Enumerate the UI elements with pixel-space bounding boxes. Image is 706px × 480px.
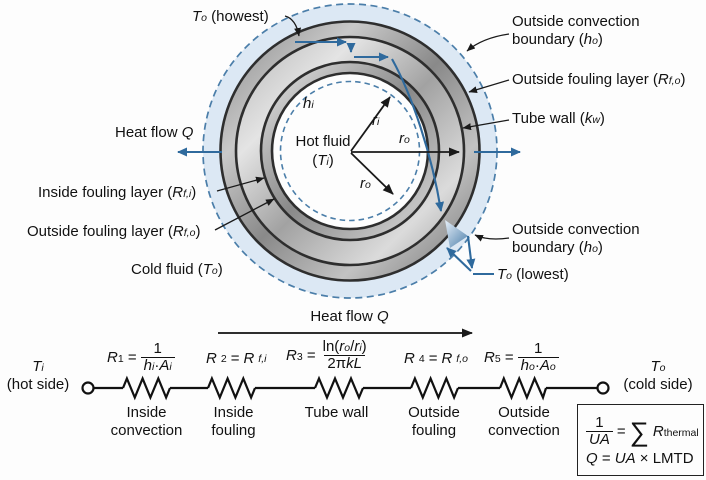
label-ri: ri <box>372 112 380 129</box>
cold-terminal <box>596 381 610 395</box>
label-line: boundary (ho) <box>512 31 603 48</box>
inner-dashed-boundary-circle <box>279 80 421 222</box>
resistor-R1 <box>121 375 172 401</box>
label-heat-flow-left: Heat flow Q <box>115 124 194 141</box>
label-to-highest: To (howest) <box>192 8 269 25</box>
numerator: 1 <box>533 340 543 357</box>
equation-line-1: 1 UA = ∑ Rthermal <box>586 415 699 448</box>
resistor-R5 <box>498 375 548 401</box>
leader-outside-convection-bottom <box>474 234 510 242</box>
leader-outside-convection-top <box>466 33 510 52</box>
numerator: 1 <box>595 414 604 431</box>
numerator: ln(ro/ri) <box>322 338 367 355</box>
resistor-R4 <box>409 375 460 401</box>
label-outside-fouling-right: Outside fouling layer (Rf,o) <box>512 71 686 88</box>
label-ro-down: ro <box>360 175 371 192</box>
formula-lhs: R3 = <box>286 347 316 364</box>
resistance-circuit <box>81 328 610 401</box>
heat-path <box>177 37 521 276</box>
formula-lhs: R5 = <box>484 349 514 366</box>
sigma-symbol: ∑ <box>629 416 649 447</box>
label-line: Hot fluid <box>295 133 351 150</box>
label-to-lowest: To (lowest) <box>497 266 569 283</box>
formula-R1: R1 = 1 hi·Ai <box>107 341 175 374</box>
label-inside-convection: Inside convection <box>110 404 183 439</box>
label-outside-convection-top: Outside convection boundary (ho) <box>512 13 640 49</box>
fraction: 1 ho·Ao <box>517 340 559 374</box>
fraction: ln(ro/ri) 2πkL <box>320 339 370 372</box>
label-hi: hi <box>303 95 314 112</box>
heat-path-diagonal <box>391 58 445 212</box>
hot-terminal <box>81 381 95 395</box>
leader-outside-fouling-right <box>468 79 510 94</box>
radius-ri-arrow <box>350 96 391 152</box>
label-outside-fouling-left: Outside fouling layer (Rf,o) <box>27 223 201 240</box>
boundary-wedge <box>445 220 468 248</box>
formula-R3: R3 = ln(ro/ri) 2πkL <box>286 339 370 372</box>
label-leaders <box>214 15 510 242</box>
label-line: Ti <box>32 358 44 375</box>
radius-arrows <box>350 96 460 195</box>
label-outside-convection-bottom: Outside convection boundary (ho) <box>512 221 640 257</box>
label-line: Outside convection <box>512 13 640 30</box>
label-tube-wall-right: Tube wall (kw) <box>512 110 605 127</box>
equation-line-2: Q = UA × LMTD <box>586 450 694 467</box>
label-hot-fluid: Hot fluid (Ti) <box>283 132 363 170</box>
label-inside-fouling-left: Inside fouling layer (Rf,i) <box>38 184 197 201</box>
equation-box: 1 UA = ∑ Rthermal Q = UA × LMTD <box>577 404 704 476</box>
heat-path-back-arrow <box>446 247 472 272</box>
sum-term: Rthermal <box>652 423 699 440</box>
label-tube-wall: Tube wall <box>304 404 369 421</box>
label-heat-flow-circuit: Heat flow Q <box>310 308 389 325</box>
leader-outside-fouling-left <box>214 198 275 231</box>
radius-ro-down-arrow <box>350 152 394 195</box>
fraction: 1 UA <box>586 415 613 448</box>
formula-R5: R5 = 1 ho·Ao <box>484 341 559 374</box>
resistor-R2 <box>206 375 257 401</box>
denominator: 2πkL <box>324 355 365 372</box>
leader-tube-wall-right <box>462 119 510 131</box>
formula-lhs: R1 = <box>107 349 137 366</box>
label-line: (hot side) <box>6 376 70 393</box>
label-outside-convection: Outside convection <box>488 404 560 439</box>
label-ro-right: ro <box>399 130 410 147</box>
label-hot-side-terminal: Ti (hot side) <box>0 358 76 394</box>
leader-inside-fouling-left <box>216 176 265 192</box>
label-line: (cold side) <box>623 376 693 393</box>
label-cold-side-terminal: To (cold side) <box>614 358 702 394</box>
label-line: Outside convection <box>512 221 640 238</box>
equals-sign: = <box>616 423 626 440</box>
denominator: UA <box>586 431 613 448</box>
fraction: 1 hi·Ai <box>140 340 175 374</box>
denominator: ho·Ao <box>517 357 559 374</box>
label-cold-fluid: Cold fluid (To) <box>131 261 223 278</box>
label-line: To <box>650 358 666 375</box>
heat-path-to-lowest <box>466 235 476 269</box>
label-line: boundary (ho) <box>512 239 603 256</box>
resistor-R3 <box>313 375 365 401</box>
label-line: (Ti) <box>312 152 334 169</box>
leader-to-highest <box>284 15 302 37</box>
label-inside-fouling: Inside fouling <box>211 404 256 439</box>
label-outside-fouling: Outside fouling <box>408 404 460 439</box>
numerator: 1 <box>153 340 162 357</box>
denominator: hi·Ai <box>140 357 175 374</box>
